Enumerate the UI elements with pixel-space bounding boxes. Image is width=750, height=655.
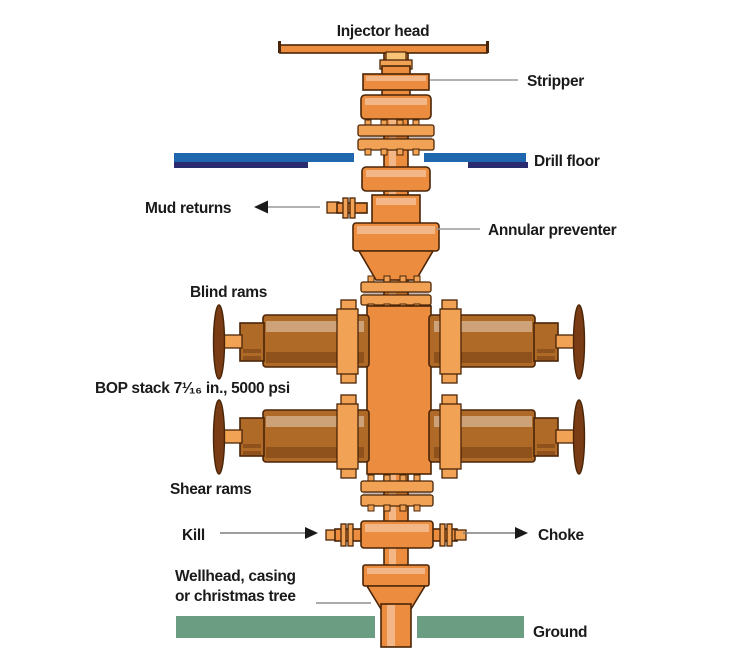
choke-stub — [454, 529, 467, 541]
kill-arrowhead-icon — [305, 527, 318, 539]
injector-head — [278, 41, 489, 54]
injector-head-bar — [279, 44, 488, 54]
ground-band — [176, 616, 524, 638]
choke-label: Choke — [538, 527, 585, 544]
riser-block — [361, 166, 431, 192]
stripper-section — [360, 51, 432, 120]
wellhead-label-line1: Wellhead, casing — [175, 568, 296, 585]
kill-choke-cross — [325, 520, 467, 549]
wellhead-label-line2: or christmas tree — [175, 588, 296, 605]
mud-returns-arrow — [254, 200, 320, 214]
bop-body-block — [366, 305, 432, 475]
mud-returns-label: Mud returns — [145, 200, 231, 217]
stripper-flange — [362, 73, 430, 91]
bop-stack-label: BOP stack 7¹⁄₁₆ in., 5000 psi — [95, 380, 290, 397]
upper-block — [360, 94, 432, 120]
choke-arrowhead-icon — [515, 527, 528, 539]
wellhead — [362, 564, 430, 610]
upper-bolted-flange — [357, 119, 435, 156]
mud-returns-body — [371, 194, 421, 226]
blind-rams-label: Blind rams — [190, 284, 267, 301]
annular-preventer-label: Annular preventer — [488, 222, 617, 239]
stripper-label: Stripper — [527, 73, 584, 90]
drill-floor-label: Drill floor — [534, 153, 600, 170]
shear-rams-label: Shear rams — [170, 481, 251, 498]
ground-label: Ground — [533, 624, 587, 641]
drill-floor-right-platform — [424, 153, 528, 168]
cross-body — [360, 520, 434, 549]
casing-pipe — [380, 603, 412, 648]
drill-floor-left-platform — [174, 153, 354, 168]
kill-label: Kill — [182, 527, 205, 544]
injector-head-label: Injector head — [337, 23, 430, 40]
mud-returns-outlet — [326, 194, 421, 226]
choke-arrow — [463, 527, 528, 539]
kill-arrow — [220, 527, 318, 539]
annular-preventer — [352, 222, 440, 311]
mud-returns-arrowhead-icon — [254, 200, 268, 214]
lower-bolted-flange — [360, 474, 434, 512]
